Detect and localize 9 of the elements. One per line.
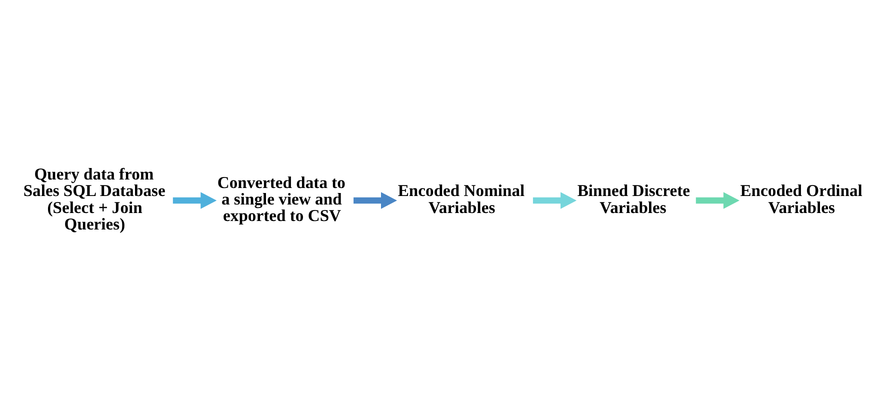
node-text: Encoded Nominal Variables (398, 180, 525, 216)
arrow (696, 192, 740, 208)
arrow (172, 192, 217, 208)
node-text: Binned Discrete Variables (577, 180, 690, 216)
node-text: Encoded Ordinal Variables (740, 180, 862, 216)
arrow (354, 192, 398, 208)
node-text: Converted data to a single view and exported to CSV (217, 172, 346, 225)
node-text: Query data from Sales SQL Database (Select + Join Queries) (23, 164, 166, 233)
arrow (532, 192, 577, 208)
